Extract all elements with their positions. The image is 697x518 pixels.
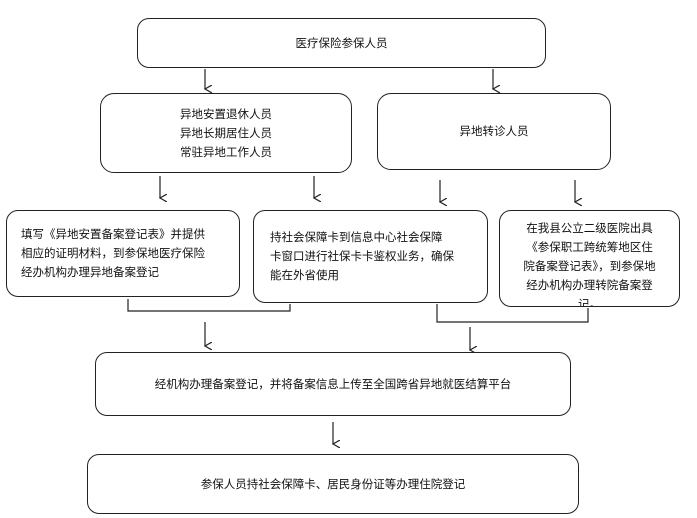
- node-final-label: 参保人员持社会保障卡、居民身份证等办理住院登记: [200, 476, 466, 491]
- node-top-label: 医疗保险参保人员: [295, 35, 388, 50]
- node-group-a-label: 异地安置退休人员 异地长期居住人员 常驻异地工作人员: [180, 106, 272, 159]
- merge-line-left: [127, 299, 291, 312]
- node-group-b-label: 异地转诊人员: [459, 124, 529, 138]
- node-step-a1: 填写《异地安置备案登记表》并提供 相应的证明材料，到参保地医疗保险 经办机构办理…: [6, 210, 240, 297]
- node-register-label: 经机构办理备案登记，并将备案信息上传至全国跨省异地就医结算平台: [154, 376, 512, 391]
- node-step-b1-label: 在我县公立二级医院出具 《参保职工跨统筹地区住 院备案登记表》，到参保地 经办机…: [523, 221, 656, 307]
- node-step-b1: 在我县公立二级医院出具 《参保职工跨统筹地区住 院备案登记表》，到参保地 经办机…: [499, 210, 680, 307]
- node-group-b: 异地转诊人员: [377, 93, 611, 170]
- merge-line-right: [436, 304, 589, 323]
- node-top: 医疗保险参保人员: [137, 18, 546, 68]
- node-step-a2-label: 持社会保障卡到信息中心社会保障 卡窗口进行社保卡卡鉴权业务，确保 能在外省使用: [270, 230, 454, 282]
- node-register: 经机构办理备案登记，并将备案信息上传至全国跨省异地就医结算平台: [95, 352, 571, 416]
- node-step-a1-label: 填写《异地安置备案登记表》并提供 相应的证明材料，到参保地医疗保险 经办机构办理…: [21, 227, 205, 279]
- node-final: 参保人员持社会保障卡、居民身份证等办理住院登记: [87, 454, 579, 514]
- node-group-a: 异地安置退休人员 异地长期居住人员 常驻异地工作人员: [100, 93, 352, 173]
- node-step-a2: 持社会保障卡到信息中心社会保障 卡窗口进行社保卡卡鉴权业务，确保 能在外省使用: [253, 210, 488, 303]
